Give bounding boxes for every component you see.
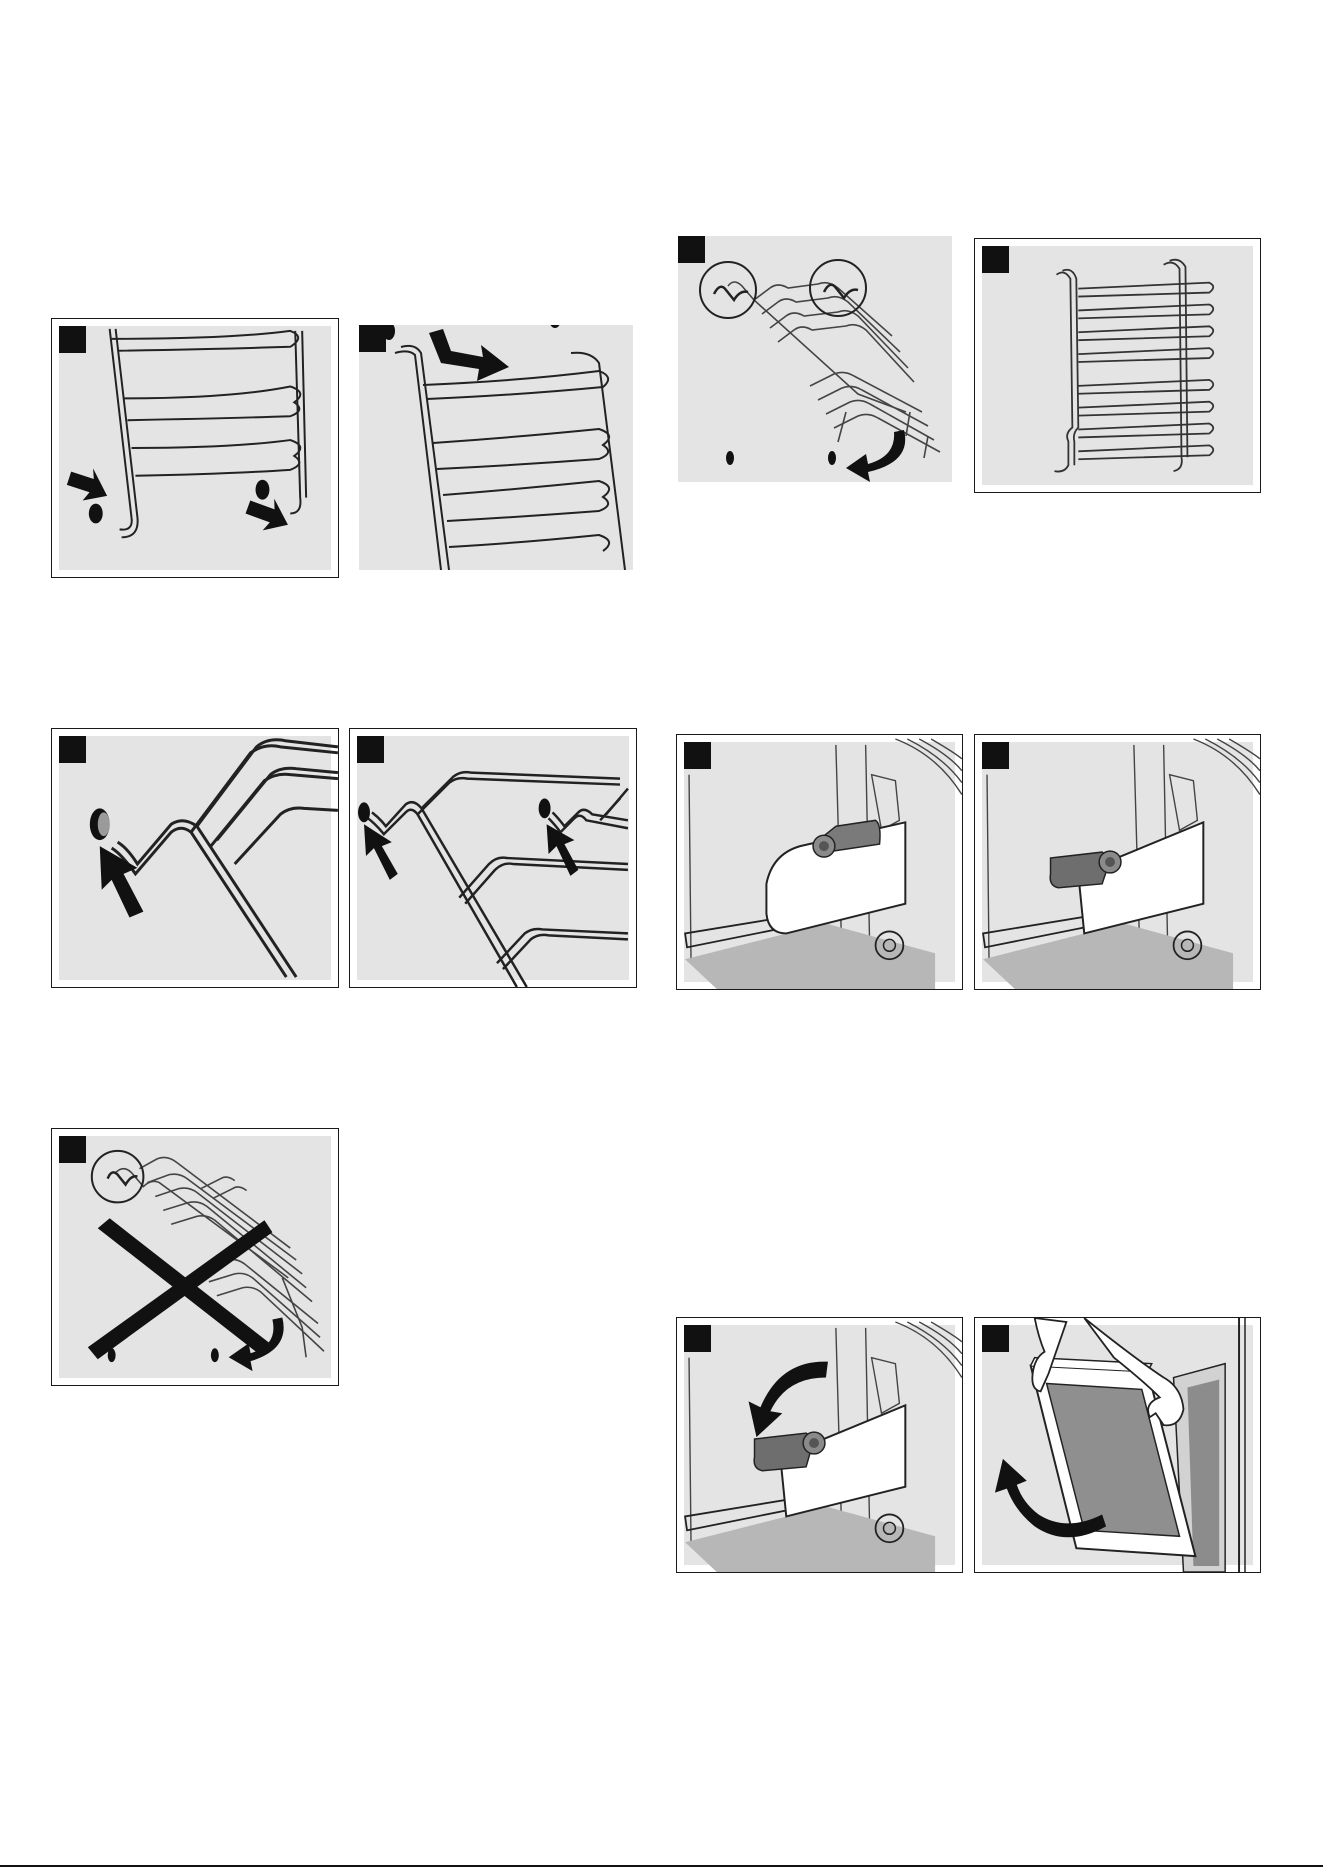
hinge-lever-body: [1050, 852, 1106, 888]
hinge-lever-icon: [975, 735, 1260, 989]
wire-rack-icon: [678, 236, 952, 482]
hinge-rivet-core: [1105, 857, 1115, 867]
oven-pin-icon: [549, 325, 561, 328]
figure-rack-correct-fit: [678, 236, 952, 482]
lift-arrow-icon: [429, 329, 509, 381]
figure-rack-hook-insert: [51, 728, 339, 988]
step-badge-icon: [59, 736, 86, 763]
page-footer-rule: [0, 1865, 1323, 1867]
oven-pin-icon: [256, 480, 270, 500]
oven-pin-icon: [828, 451, 836, 465]
step-badge-icon: [357, 736, 384, 763]
step-badge-icon: [59, 326, 86, 353]
wire-rack-icon: [359, 325, 633, 570]
fold-arrow-icon: [749, 1362, 828, 1437]
rotate-arrow-icon: [846, 430, 905, 482]
oven-pin-icon: [358, 802, 370, 822]
oven-pin-icon: [108, 1348, 116, 1362]
step-badge-icon: [982, 742, 1009, 769]
figure-rack-hook-both: [349, 728, 637, 988]
wire-rack-icon: [975, 239, 1260, 492]
oven-pin-icon: [89, 504, 103, 524]
pin-highlight: [98, 812, 110, 836]
figure-hinge-lever-fold: [676, 1317, 963, 1573]
wire-rack-icon: [350, 729, 636, 987]
figure-hinge-lever-open: [974, 734, 1261, 990]
insert-arrow-icon: [547, 824, 579, 876]
hinge-lever-icon: [677, 1318, 962, 1572]
hook-detail: [714, 287, 748, 300]
insert-arrow-icon: [364, 824, 398, 880]
step-badge-icon: [982, 1325, 1009, 1352]
step-badge-icon: [59, 1136, 86, 1163]
oven-pin-icon: [726, 451, 734, 465]
magnifier-circle-icon: [700, 262, 756, 318]
oven-pin-icon: [539, 798, 551, 818]
step-badge-icon: [982, 246, 1009, 273]
step-badge-icon: [678, 236, 705, 263]
step-badge-icon: [684, 1325, 711, 1352]
wire-rack-icon: [52, 319, 338, 577]
hinge-lever-icon: [677, 735, 962, 989]
step-badge-icon: [359, 325, 386, 352]
figure-rack-lift-back: [359, 325, 633, 570]
step-badge-icon: [684, 742, 711, 769]
figure-rack-wrong-way: [51, 1128, 339, 1386]
wire-hook-icon: [52, 729, 338, 987]
hinge-rivet-core: [819, 841, 829, 851]
oven-pin-icon: [211, 1348, 219, 1362]
hinge-lever-body: [754, 1433, 810, 1471]
push-arrow-icon: [64, 462, 114, 507]
oven-door-icon: [975, 1318, 1260, 1572]
pull-arrow-icon: [242, 491, 295, 538]
wire-rack-icon: [52, 1129, 338, 1385]
figure-rack-unhook-front: [51, 318, 339, 578]
figure-door-lift-off: [974, 1317, 1261, 1573]
figure-hinge-lever-closed: [676, 734, 963, 990]
figure-rack-front-view: [974, 238, 1261, 493]
